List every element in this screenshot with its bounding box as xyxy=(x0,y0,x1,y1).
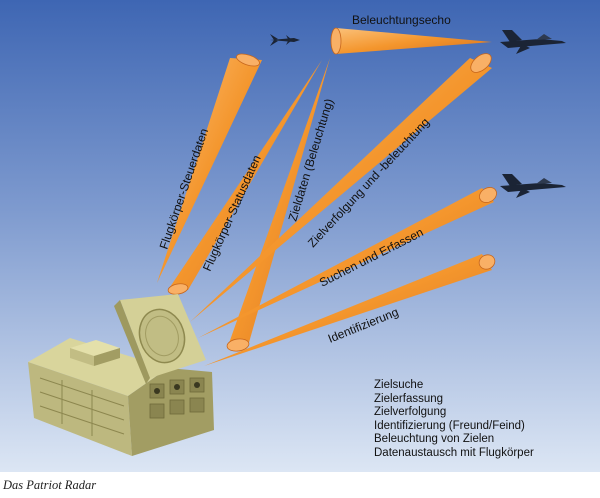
function-list-item: Zielerfassung xyxy=(374,392,444,405)
beam-cap xyxy=(478,254,496,270)
beam-group xyxy=(157,27,497,366)
function-list: Zielsuche Zielerfassung Zielverfolgung I… xyxy=(374,379,534,461)
beam-illumination-echo xyxy=(336,28,492,54)
beam-target-tracking xyxy=(190,58,492,322)
radar-top-surface xyxy=(28,338,168,396)
function-list-item: Beleuchtung von Zielen xyxy=(374,433,495,446)
fighter-jet-icon xyxy=(500,174,566,198)
beam-missile-control xyxy=(157,58,262,283)
beam-cap xyxy=(226,338,250,352)
beam-missile-status xyxy=(168,60,322,290)
beam-cap xyxy=(330,27,342,55)
fighter-jet-icon xyxy=(500,30,566,54)
missile-icon xyxy=(270,34,300,46)
beam-cap xyxy=(167,283,189,295)
radar-front-side xyxy=(28,362,132,456)
function-list-item: Identifizierung (Freund/Feind) xyxy=(374,419,525,432)
label-illumination-echo: Beleuchtungsecho xyxy=(352,13,451,27)
figure-caption: Das Patriot Radar xyxy=(3,478,97,492)
function-list-item: Zielsuche xyxy=(374,379,424,391)
diagram-canvas: Beleuchtungsecho Flugkörper-Steuerdaten … xyxy=(0,0,600,472)
patriot-radar-diagram: Beleuchtungsecho Flugkörper-Steuerdaten … xyxy=(0,0,600,472)
function-list-item: Datenaustausch mit Flugkörper xyxy=(374,446,534,459)
function-list-item: Zielverfolgung xyxy=(374,406,447,419)
beam-cap xyxy=(236,53,260,67)
radar-vehicle xyxy=(28,294,214,456)
beam-cap xyxy=(470,53,492,73)
beam-target-data xyxy=(228,58,330,346)
beam-search-acquire xyxy=(198,188,494,338)
beam-cap xyxy=(479,187,497,203)
beam-identification xyxy=(204,254,492,366)
